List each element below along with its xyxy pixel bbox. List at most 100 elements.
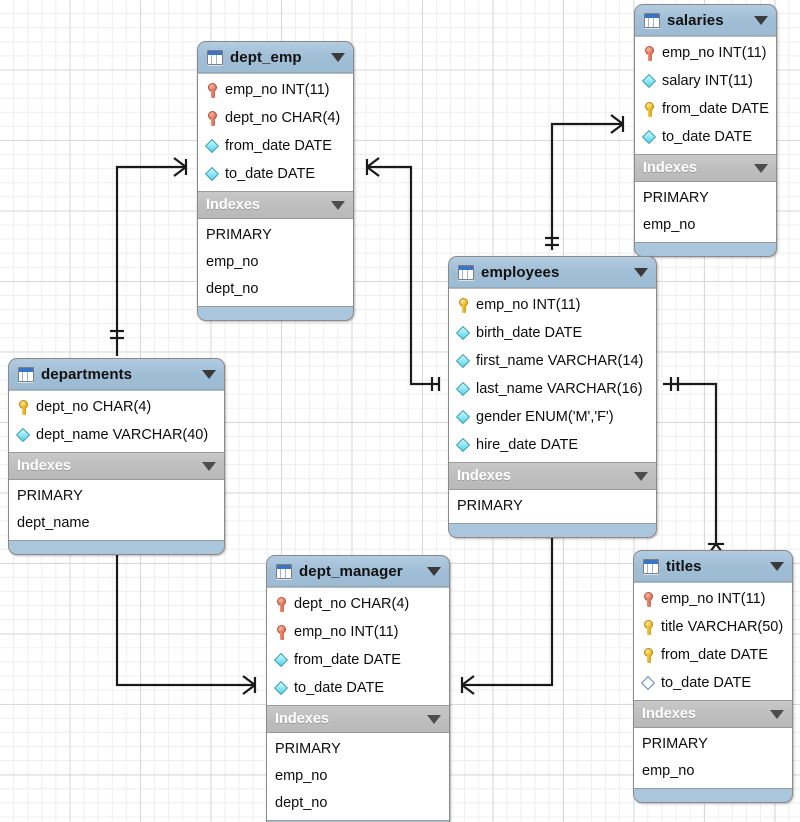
index-list: PRIMARY emp_no dept_no [267,733,449,821]
index-row[interactable]: PRIMARY [267,735,449,762]
index-row[interactable]: PRIMARY [198,221,353,248]
index-row[interactable]: dept_no [267,789,449,816]
indexes-header-departments[interactable]: Indexes [9,453,224,480]
index-label: PRIMARY [17,487,83,504]
indexes-header-dept_emp[interactable]: Indexes [198,192,353,219]
index-label: emp_no [275,767,328,784]
column-row[interactable]: birth_date DATE [449,319,656,347]
indexes-header-dept_manager[interactable]: Indexes [267,706,449,733]
column-label: to_date DATE [294,680,385,696]
connector-departments-dept_manager[interactable] [110,541,257,695]
chevron-down-icon[interactable] [331,200,345,210]
chevron-down-icon[interactable] [427,714,441,724]
index-label: dept_name [17,514,90,531]
column-label: salary INT(11) [662,73,753,89]
table-name-label: dept_emp [230,48,302,66]
column-row[interactable]: from_date DATE [267,646,449,674]
key-yellow-icon [17,399,30,416]
index-row[interactable]: emp_no [267,762,449,789]
column-row[interactable]: dept_name VARCHAR(40) [9,421,224,449]
index-label: PRIMARY [643,189,709,206]
column-row[interactable]: to_date DATE [267,674,449,702]
connector-employees-dept_emp[interactable] [365,157,441,391]
column-row[interactable]: to_date DATE [634,669,792,697]
column-label: title VARCHAR(50) [661,619,784,635]
table-header-dept_emp[interactable]: dept_emp [198,42,353,73]
indexes-label: Indexes [643,160,697,176]
index-row[interactable]: dept_name [9,509,224,536]
table-header-salaries[interactable]: salaries [635,5,776,36]
column-row[interactable]: dept_no CHAR(4) [9,393,224,421]
key-yellow-icon [457,297,470,314]
connector-employees-dept_manager[interactable] [460,521,559,695]
index-list: PRIMARY [449,490,656,524]
connector-departments-dept_emp[interactable] [110,157,188,356]
index-row[interactable]: emp_no [635,211,776,238]
table-dept_emp[interactable]: dept_emp emp_no INT(11)dept_no CHAR(4)fro… [197,41,354,321]
column-row[interactable]: first_name VARCHAR(14) [449,347,656,375]
indexes-label: Indexes [457,468,511,484]
column-row[interactable]: emp_no INT(11) [449,291,656,319]
table-footer [198,307,353,320]
column-row[interactable]: to_date DATE [198,160,353,188]
table-header-employees[interactable]: employees [449,257,656,288]
column-row[interactable]: title VARCHAR(50) [634,613,792,641]
index-row[interactable]: emp_no [198,248,353,275]
index-row[interactable]: PRIMARY [635,184,776,211]
column-row[interactable]: emp_no INT(11) [198,76,353,104]
dia-cyan-icon [457,381,470,398]
table-header-titles[interactable]: titles [634,551,792,582]
index-row[interactable]: emp_no [634,757,792,784]
table-salaries[interactable]: salaries emp_no INT(11) salary INT(11) from… [634,4,777,257]
indexes-header-salaries[interactable]: Indexes [635,155,776,182]
index-row[interactable]: PRIMARY [9,482,224,509]
connector-employees-salaries[interactable] [545,114,625,250]
indexes-header-employees[interactable]: Indexes [449,463,656,490]
column-list: dept_no CHAR(4)emp_no INT(11)from_date D… [267,587,449,706]
column-row[interactable]: to_date DATE [635,123,776,151]
chevron-down-icon[interactable] [754,163,768,173]
chevron-down-icon[interactable] [634,471,648,481]
chevron-down-icon[interactable] [754,15,768,25]
table-departments[interactable]: departments dept_no CHAR(4)dept_name VARC… [8,358,225,555]
index-row[interactable]: PRIMARY [449,492,656,519]
chevron-down-icon[interactable] [634,267,648,277]
indexes-header-titles[interactable]: Indexes [634,701,792,728]
column-row[interactable]: from_date DATE [634,641,792,669]
column-row[interactable]: from_date DATE [635,95,776,123]
dia-cyan-icon [457,325,470,342]
table-footer [635,243,776,256]
indexes-label: Indexes [206,197,260,213]
column-row[interactable]: gender ENUM('M','F') [449,403,656,431]
chevron-down-icon[interactable] [770,561,784,571]
column-row[interactable]: salary INT(11) [635,67,776,95]
column-row[interactable]: from_date DATE [198,132,353,160]
chevron-down-icon[interactable] [331,52,345,62]
chevron-down-icon[interactable] [202,369,216,379]
column-row[interactable]: dept_no CHAR(4) [198,104,353,132]
table-header-dept_manager[interactable]: dept_manager [267,556,449,587]
column-list: emp_no INT(11) salary INT(11) from_date DA… [635,36,776,155]
column-row[interactable]: emp_no INT(11) [267,618,449,646]
chevron-down-icon[interactable] [770,709,784,719]
column-label: emp_no INT(11) [661,591,766,607]
index-label: PRIMARY [275,740,341,757]
dia-cyan-icon [457,437,470,454]
chevron-down-icon[interactable] [202,461,216,471]
chevron-down-icon[interactable] [427,566,441,576]
index-row[interactable]: PRIMARY [634,730,792,757]
column-row[interactable]: dept_no CHAR(4) [267,590,449,618]
connector-employees-titles[interactable] [663,377,726,557]
column-row[interactable]: emp_no INT(11) [634,585,792,613]
key-red-icon [275,624,288,641]
column-row[interactable]: hire_date DATE [449,431,656,459]
column-row[interactable]: last_name VARCHAR(16) [449,375,656,403]
table-titles[interactable]: titles emp_no INT(11) title VARCHAR(50) fro… [633,550,793,803]
index-row[interactable]: dept_no [198,275,353,302]
column-row[interactable]: emp_no INT(11) [635,39,776,67]
table-header-departments[interactable]: departments [9,359,224,390]
indexes-label: Indexes [642,706,696,722]
